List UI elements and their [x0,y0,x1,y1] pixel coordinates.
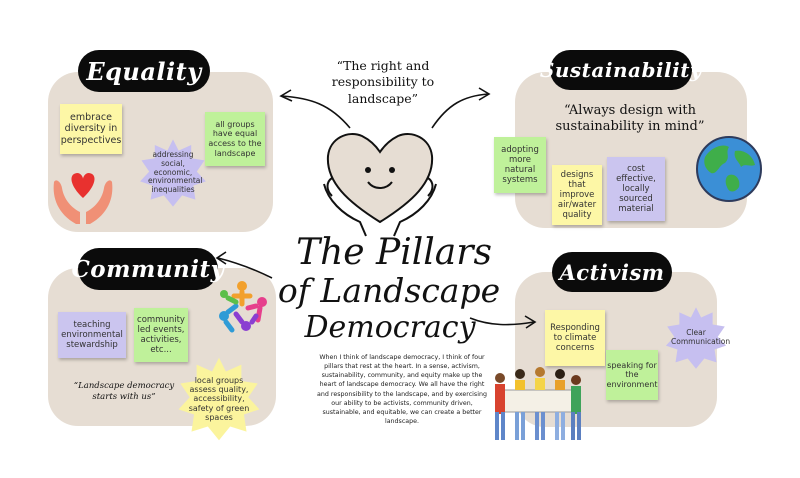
main-title-line-1: The Pillars [296,232,492,273]
description-paragraph: When I think of landscape democracy, I t… [317,354,487,425]
community-label: Community [72,248,224,290]
community-note-stewardship: teaching environmental stewardship [58,312,126,358]
protesters-icon [486,362,586,444]
sustainability-note-natural: adopting more natural systems [494,137,546,193]
main-title-line-2: of Landscape [277,271,501,310]
equality-note-diversity: embrace diversity in perspectives [60,104,122,154]
equality-note-access: all groups have equal access to the land… [205,112,265,166]
activism-label: Activism [552,252,672,292]
activism-note-climate: Responding to climate concerns [545,310,605,366]
community-note-events: community led events, activities, etc... [134,308,188,362]
globe-icon [695,135,763,203]
activism-star-communication: Clear Communication [664,306,730,370]
sustainability-note-material: cost effective, locally sourced material [607,157,665,221]
star-burst-shape [178,357,260,441]
smiling-heart-icon [318,126,442,240]
star-burst-shape [665,307,727,369]
sustainability-label: Sustainability [540,50,702,90]
equality-label: Equality [78,50,210,92]
community-quote: “Landscape democracy starts with us” [73,381,175,403]
community-star-groups: local groups assess quality, accessibili… [176,356,262,442]
heart-hands-icon [50,168,116,228]
equality-star-inequalities: addressing social, economic, environment… [138,138,208,208]
sustainability-quote: “Always design with sustainability in mi… [555,103,705,135]
star-burst-shape [140,139,206,207]
activism-note-speaking: speaking for the environment [606,350,658,400]
main-title-line-3: Democracy [304,310,476,345]
people-circle-icon [212,276,272,336]
center-quote: “The right and responsibility to landsca… [331,58,435,106]
sustainability-note-quality: designs that improve air/water quality [552,165,602,225]
